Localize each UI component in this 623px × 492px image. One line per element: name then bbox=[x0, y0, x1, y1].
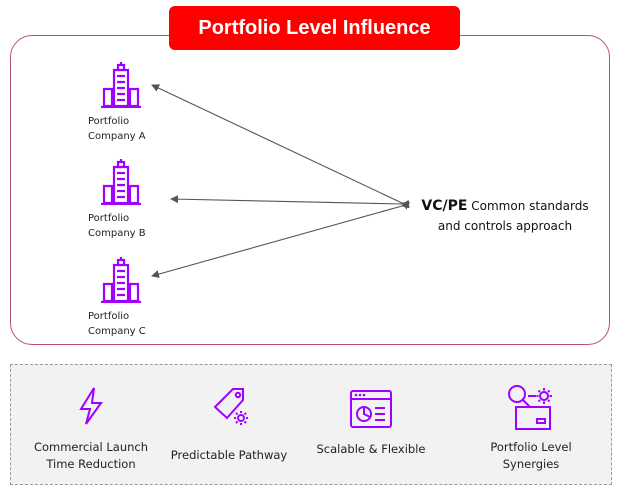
hub-bold-label: VC/PE bbox=[421, 198, 468, 214]
arrow-company-a bbox=[151, 84, 411, 210]
arrow-company-b bbox=[170, 195, 410, 209]
building-icon bbox=[101, 62, 141, 108]
company-label: Portfolio Company A bbox=[88, 116, 146, 142]
dashboard-window-icon bbox=[350, 390, 392, 428]
vcpe-hub: VC/PE Common standards and controls appr… bbox=[410, 196, 600, 236]
search-gear-box-icon bbox=[508, 385, 552, 430]
benefits-panel: Commercial Launch Time Reduction Predict… bbox=[10, 364, 612, 485]
building-icon bbox=[101, 257, 141, 303]
benefit-scalable-flexible: Scalable & Flexible bbox=[311, 389, 431, 458]
hub-label-line2: and controls approach bbox=[437, 219, 573, 233]
page-title: Portfolio Level Influence bbox=[169, 6, 460, 50]
company-label: Portfolio Company B bbox=[88, 213, 146, 239]
tag-gear-icon bbox=[213, 388, 248, 425]
benefit-commercial-launch: Commercial Launch Time Reduction bbox=[31, 385, 151, 473]
building-icon bbox=[101, 159, 141, 205]
benefit-portfolio-synergies: Portfolio Level Synergies bbox=[471, 383, 591, 473]
benefit-predictable-pathway: Predictable Pathway bbox=[169, 385, 289, 464]
lightning-icon bbox=[79, 387, 103, 425]
company-label: Portfolio Company C bbox=[88, 311, 146, 337]
arrow-company-c bbox=[151, 200, 410, 278]
hub-label-rest: Common standards bbox=[467, 199, 589, 213]
